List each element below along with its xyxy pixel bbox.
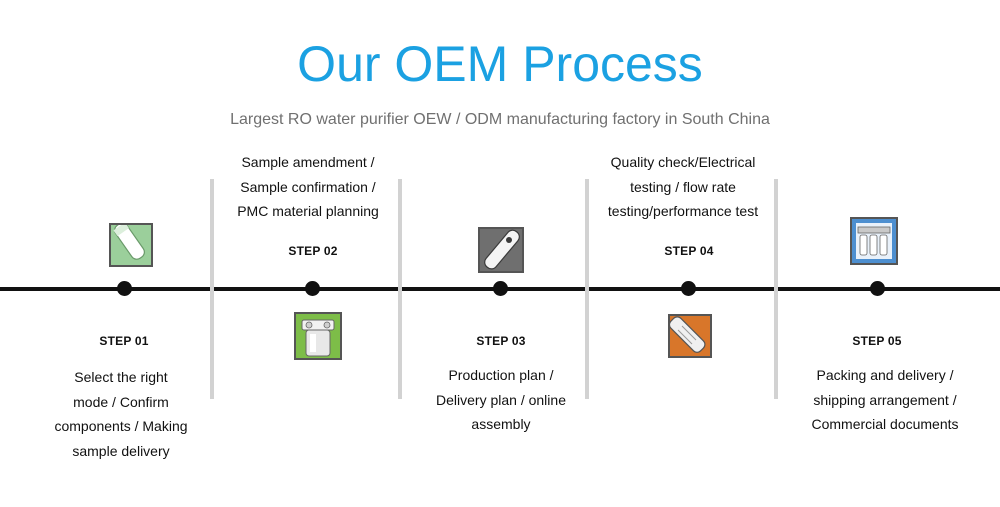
step-01-line-2: mode / Confirm bbox=[73, 393, 169, 410]
step-description-01: Select the right mode / Confirm componen… bbox=[21, 365, 221, 463]
purifier-system-icon bbox=[850, 217, 898, 265]
step-05-line-2: shipping arrangement / bbox=[813, 391, 957, 408]
step-01-line-3: components / Making bbox=[54, 418, 188, 434]
step-02-line-1: Sample amendment / bbox=[241, 154, 375, 170]
step-description-05: Packing and delivery / shipping arrangem… bbox=[785, 363, 985, 437]
step-04-line-3: testing/performance test bbox=[607, 203, 759, 219]
filter-cartridge-icon bbox=[109, 223, 153, 267]
timeline-dot-2 bbox=[305, 281, 320, 296]
step-04-line-1: Quality check/Electrical bbox=[610, 154, 756, 170]
step-03-line-2: Delivery plan / online bbox=[436, 391, 566, 408]
divider-1 bbox=[210, 179, 214, 399]
timeline-dot-3 bbox=[493, 281, 508, 296]
step-04-line-2: testing / flow rate bbox=[630, 178, 736, 195]
page-subtitle: Largest RO water purifier OEW / ODM manu… bbox=[230, 111, 770, 128]
divider-3 bbox=[585, 179, 589, 399]
divider-4 bbox=[774, 179, 778, 399]
timeline-dot-1 bbox=[117, 281, 132, 296]
divider-2 bbox=[398, 179, 402, 399]
step-description-02: Sample amendment / Sample confirmation /… bbox=[208, 150, 408, 224]
step-03-line-3: assembly bbox=[471, 416, 531, 432]
step-05-line-3: Commercial documents bbox=[811, 416, 959, 432]
step-03-line-1: Production plan / bbox=[448, 367, 554, 383]
membrane-cartridge-icon bbox=[478, 227, 524, 273]
step-01-line-4: sample delivery bbox=[72, 442, 170, 459]
timeline-dot-5 bbox=[870, 281, 885, 296]
page-title: Our OEM Process bbox=[297, 36, 703, 92]
test-tube-icon bbox=[668, 314, 712, 358]
step-label-01: STEP 01 bbox=[99, 334, 149, 348]
step-label-02: STEP 02 bbox=[288, 244, 338, 258]
timeline-dot-4 bbox=[681, 281, 696, 296]
step-description-03: Production plan / Delivery plan / online… bbox=[401, 363, 601, 437]
step-02-line-3: PMC material planning bbox=[237, 203, 379, 219]
filter-housing-icon bbox=[294, 312, 342, 360]
step-01-line-1: Select the right bbox=[74, 369, 168, 385]
step-02-line-2: Sample confirmation / bbox=[240, 178, 376, 195]
step-label-03: STEP 03 bbox=[476, 334, 526, 348]
step-05-line-1: Packing and delivery / bbox=[816, 367, 954, 383]
step-label-05: STEP 05 bbox=[852, 334, 902, 348]
step-description-04: Quality check/Electrical testing / flow … bbox=[583, 150, 783, 224]
step-label-04: STEP 04 bbox=[664, 244, 714, 258]
